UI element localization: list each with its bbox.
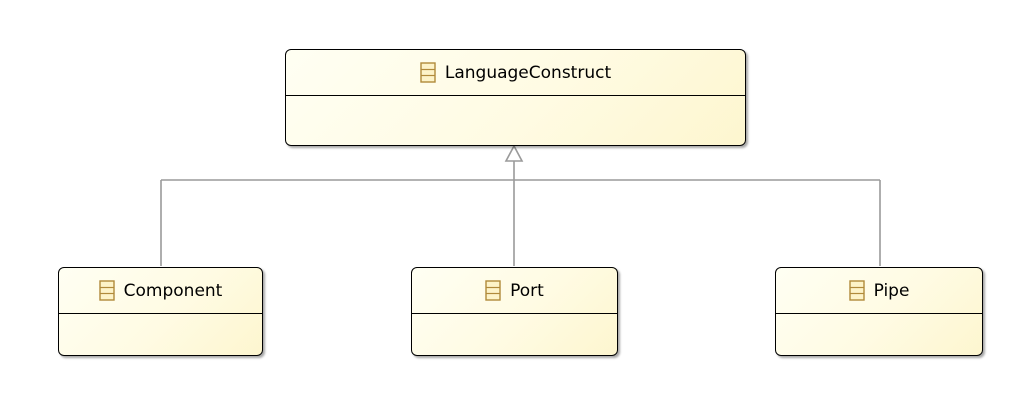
generalization-arrowhead: [504, 144, 524, 162]
class-divider: [59, 313, 262, 314]
class-icon: [485, 280, 501, 301]
class-header: Pipe: [776, 268, 982, 313]
class-icon: [848, 280, 865, 301]
class-name: Port: [510, 280, 544, 301]
class-name: Component: [123, 280, 223, 301]
class-icon: [420, 62, 436, 83]
generalization-lines: [160, 161, 881, 266]
class-name: Pipe: [873, 280, 910, 301]
class-box-languageconstruct[interactable]: LanguageConstruct: [285, 49, 746, 146]
class-header: Component: [59, 268, 262, 313]
class-divider: [776, 313, 982, 314]
class-box-port[interactable]: Port: [411, 267, 618, 356]
class-name: LanguageConstruct: [444, 62, 612, 83]
class-icon: [98, 280, 115, 301]
class-header: Port: [412, 268, 617, 313]
class-box-pipe[interactable]: Pipe: [775, 267, 983, 356]
class-header: LanguageConstruct: [286, 50, 745, 95]
class-divider: [412, 313, 617, 314]
class-divider: [286, 95, 745, 96]
class-box-component[interactable]: Component: [58, 267, 263, 356]
